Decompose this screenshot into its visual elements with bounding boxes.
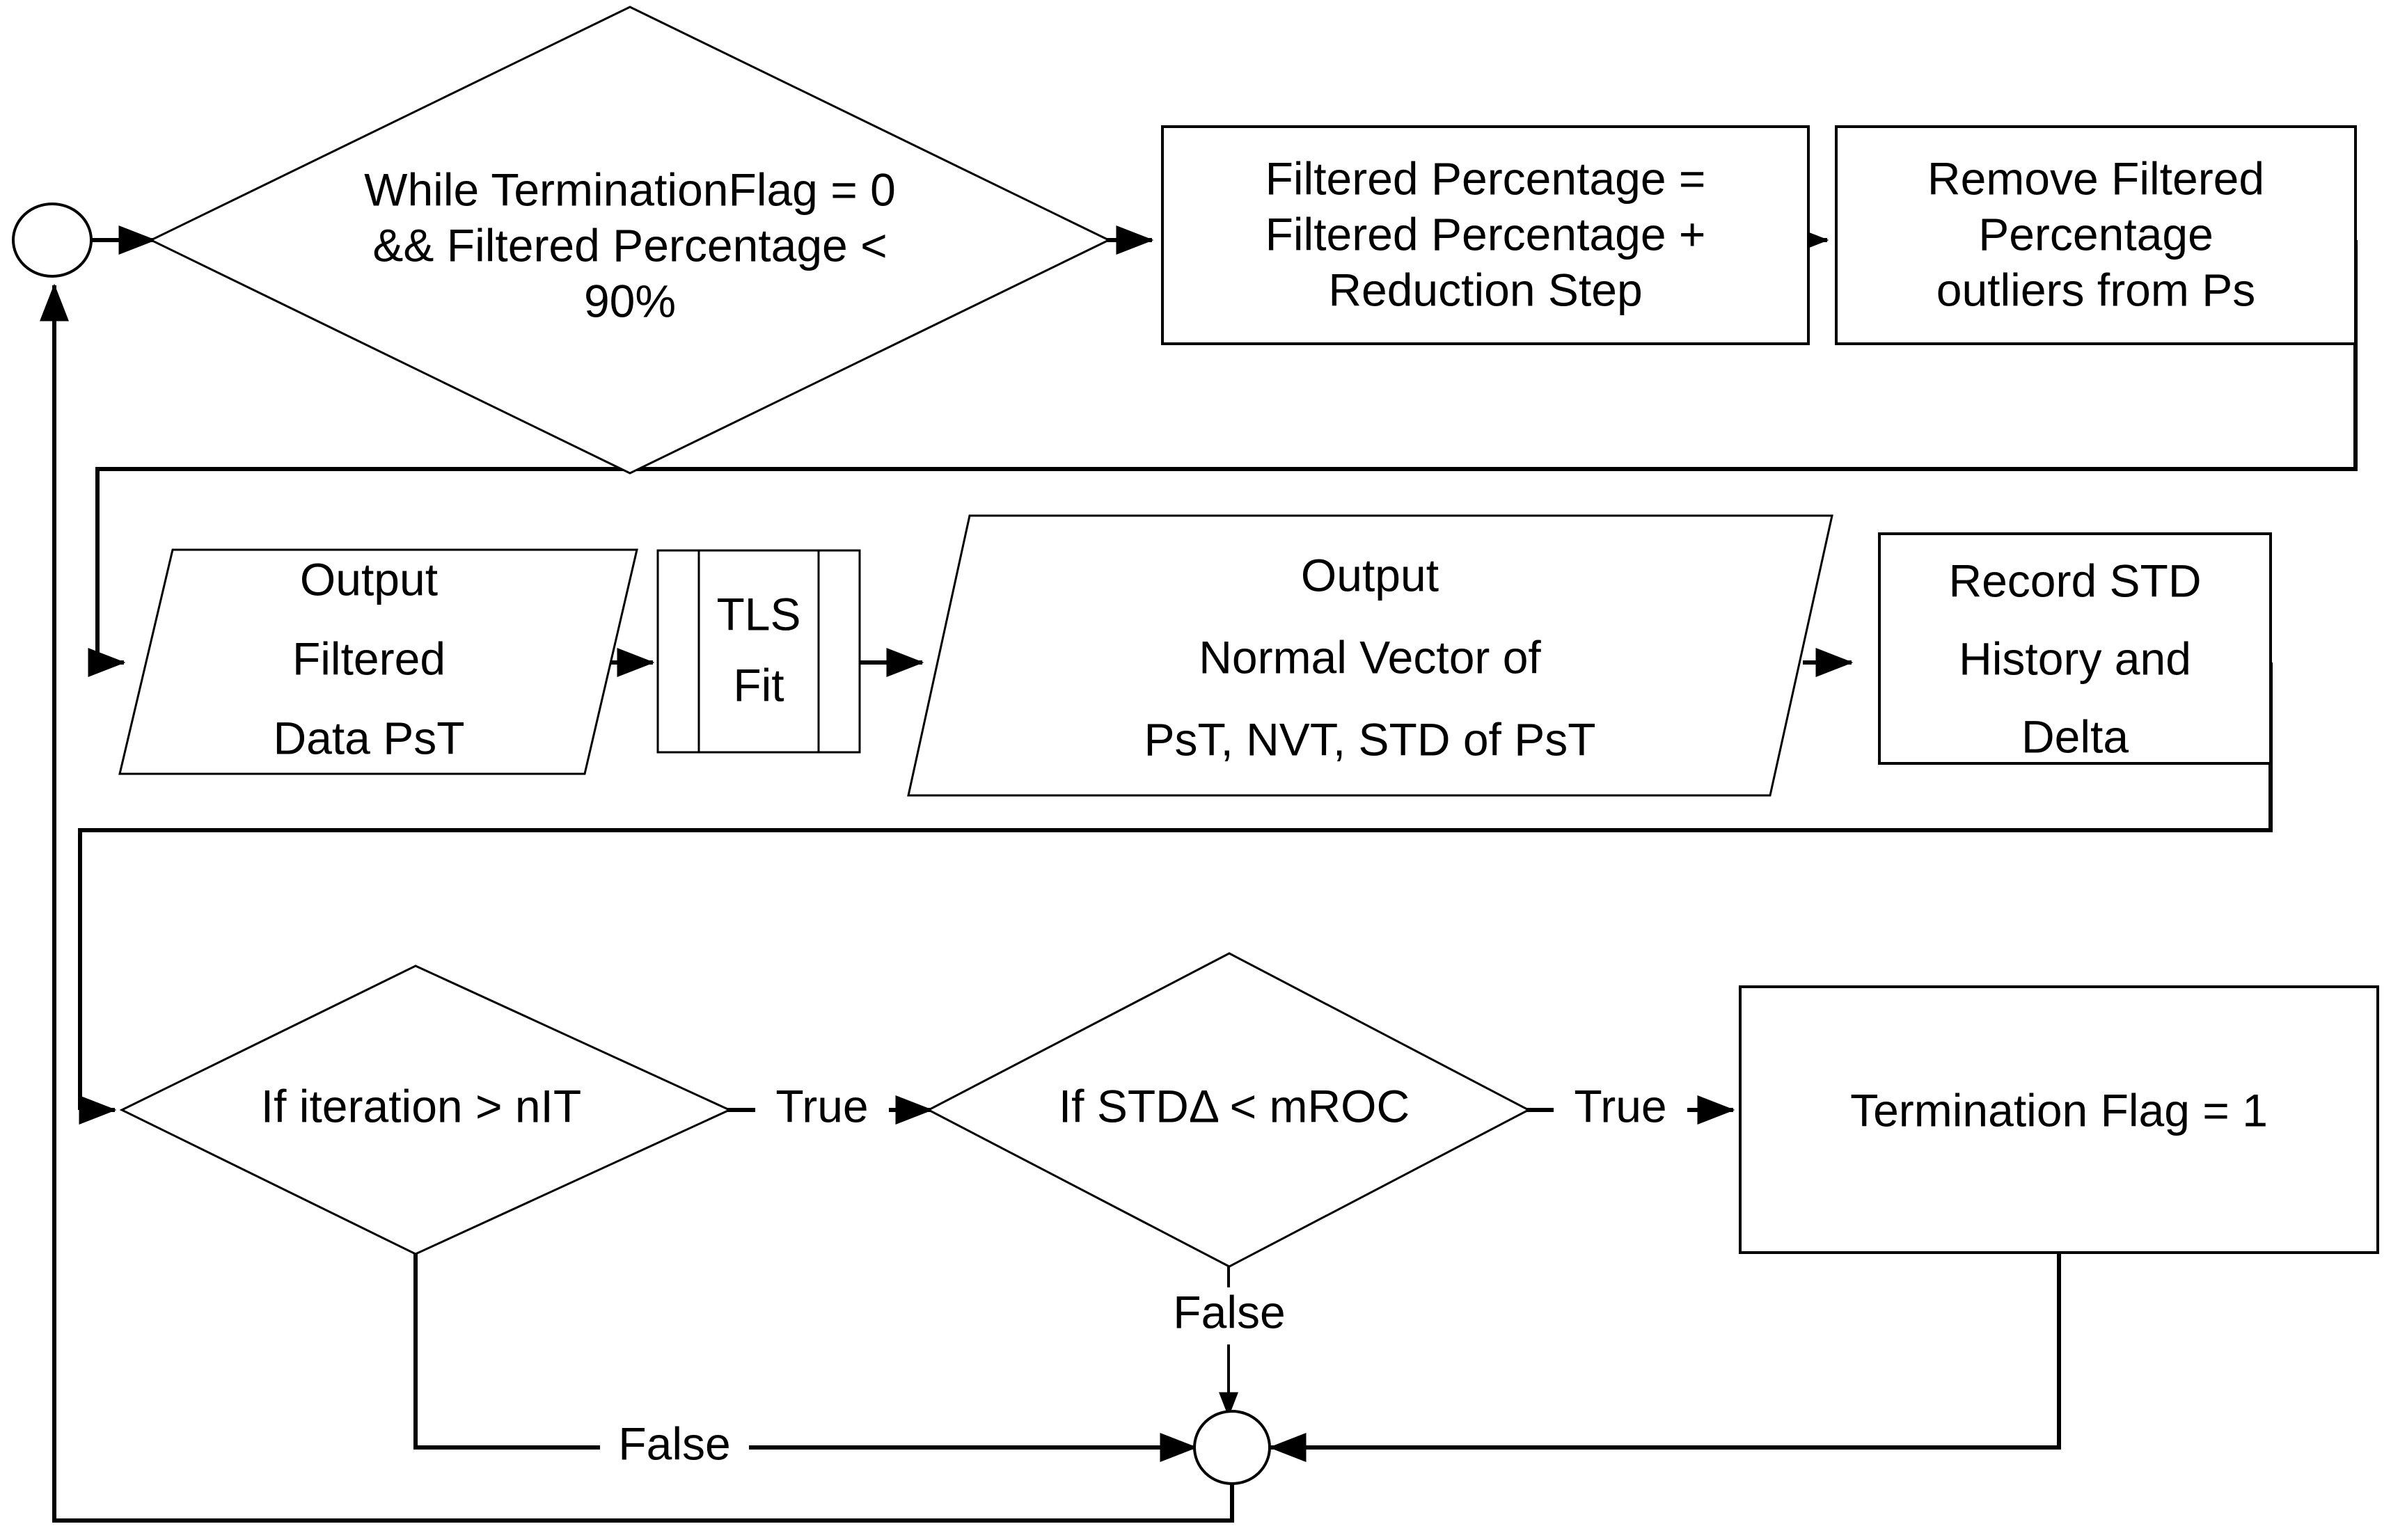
record-std-label-line2: History and <box>1959 633 2191 684</box>
output-filtered-data-label-line2: Filtered <box>292 633 445 684</box>
tls-fit-label-line1: TLS <box>716 588 800 640</box>
edge-label-iteration-false: False <box>618 1418 730 1469</box>
output-filtered-data-node[interactable] <box>118 548 638 775</box>
filtered-percentage-update-label-line1: Filtered Percentage = <box>1265 152 1706 204</box>
filtered-percentage-update-node[interactable] <box>1161 125 1810 345</box>
if-stddelta-label: If STDΔ < mROC <box>1059 1080 1410 1132</box>
output-normal-vector-node[interactable] <box>907 514 1833 797</box>
label-bg-stddelta-false <box>1155 1287 1303 1344</box>
if-iteration-node[interactable] <box>119 965 732 1255</box>
while-decision-label-line3: 90% <box>584 275 676 326</box>
edge-label-stddelta-true: True <box>1574 1080 1666 1132</box>
if-iteration-label: If iteration > nIT <box>261 1080 581 1132</box>
if-stddelta-node[interactable] <box>926 952 1531 1268</box>
while-decision-label-line2: && Filtered Percentage < <box>372 219 887 271</box>
output-normal-vector-label-line3: PsT, NVT, STD of PsT <box>1144 713 1595 765</box>
output-filtered-data-label-line1: Output <box>300 553 438 605</box>
merge-connector-node[interactable] <box>1193 1410 1271 1485</box>
remove-outliers-label-line1: Remove Filtered <box>1927 152 2264 204</box>
termination-flag-label: Termination Flag = 1 <box>1850 1084 2268 1136</box>
edge-label-iteration-true: True <box>775 1080 868 1132</box>
remove-outliers-label-line3: outliers from Ps <box>1936 264 2255 315</box>
tls-fit-node[interactable] <box>656 549 861 754</box>
label-bg-iteration-false <box>600 1419 749 1476</box>
edge-termination-to-merge <box>1268 1253 2061 1462</box>
label-bg-iteration-true <box>755 1081 889 1138</box>
remove-outliers-label-line2: Percentage <box>1978 208 2214 260</box>
record-std-node[interactable] <box>1878 532 2272 765</box>
record-std-label-line3: Delta <box>2021 711 2129 762</box>
edge-iteration-false-path-left <box>413 1253 600 1450</box>
remove-outliers-node[interactable] <box>1835 125 2357 345</box>
edge-label-stddelta-false: False <box>1173 1286 1285 1337</box>
while-decision-node[interactable] <box>148 6 1112 475</box>
edge-merge-to-start-loop <box>40 283 1234 1523</box>
while-decision-label-line1: While TerminationFlag = 0 <box>364 164 896 215</box>
start-connector-node[interactable] <box>12 203 93 278</box>
record-std-label-line1: Record STD <box>1948 555 2201 606</box>
termination-flag-node[interactable] <box>1739 985 2379 1254</box>
output-normal-vector-label-line2: Normal Vector of <box>1199 631 1541 683</box>
label-bg-stddelta-true <box>1554 1081 1687 1138</box>
edge-remove-to-output-path <box>95 240 2358 662</box>
output-filtered-data-label-line3: Data PsT <box>273 712 464 763</box>
tls-fit-label-line2: Fit <box>733 659 784 711</box>
filtered-percentage-update-label-line2: Filtered Percentage + <box>1265 208 1706 260</box>
output-normal-vector-label-line1: Output <box>1301 549 1439 601</box>
filtered-percentage-update-label-line3: Reduction Step <box>1328 264 1642 315</box>
